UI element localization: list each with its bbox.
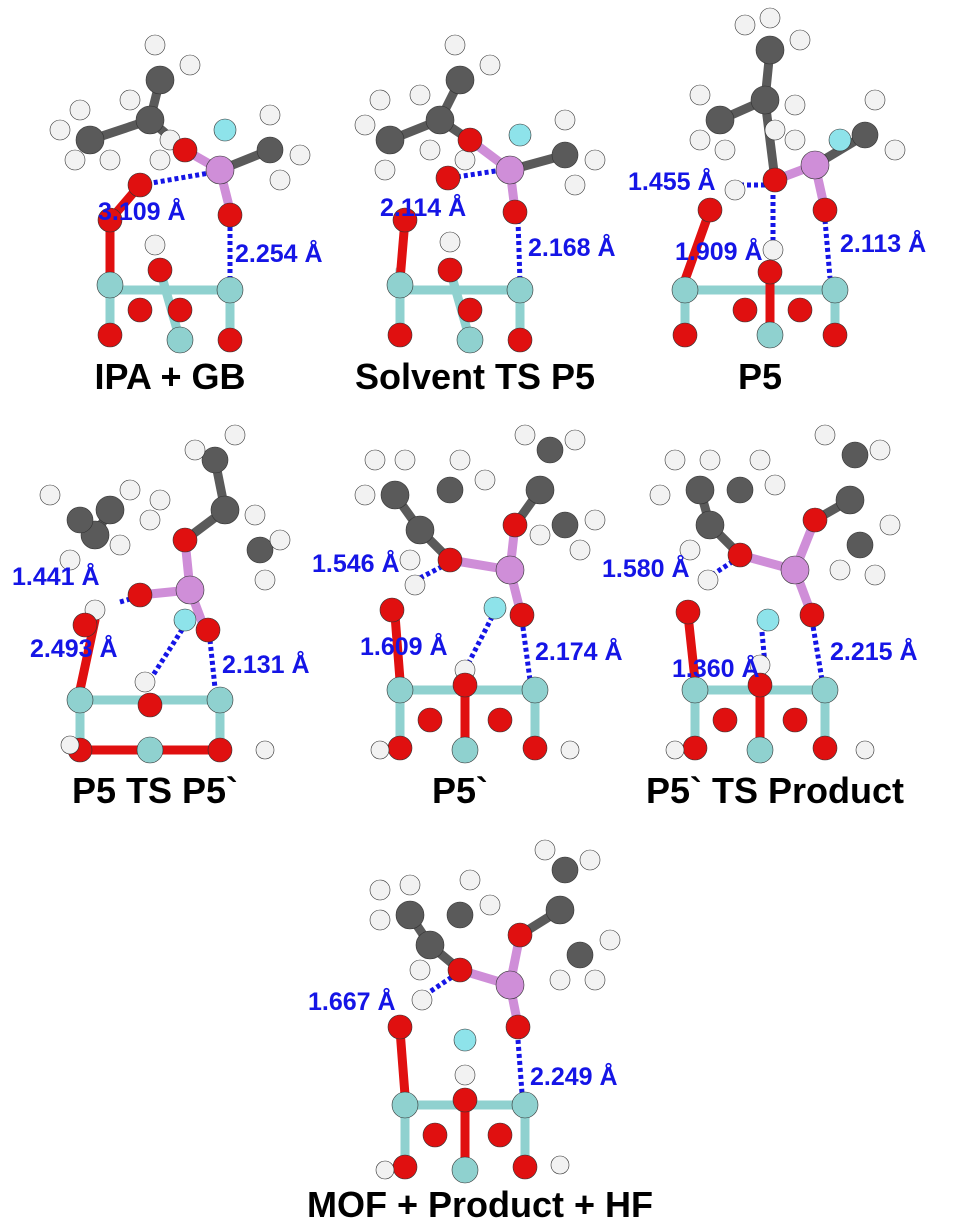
caption-p5-ts-p5prime: P5 TS P5` xyxy=(71,770,239,811)
distance-line xyxy=(759,631,768,666)
distance-label: 2.215 Å xyxy=(830,637,918,666)
distance-label: 1.580 Å xyxy=(602,554,690,583)
caption-p5prime-ts-product: P5` TS Product xyxy=(645,770,905,811)
panel-solvent-ts-p5: 2.114 Å 2.168 Å xyxy=(340,20,640,354)
panel-p5-ts-p5prime: 1.441 Å 2.493 Å 2.131 Å xyxy=(10,420,340,765)
distance-label: 2.254 Å xyxy=(235,239,323,268)
distance-line xyxy=(139,169,216,188)
distance-label: 2.249 Å xyxy=(530,1062,618,1091)
molecule-p5: 1.455 Å 1.909 Å 2.113 Å xyxy=(628,7,926,349)
distance-line xyxy=(147,623,188,682)
panel-p5: 1.455 Å 1.909 Å 2.113 Å xyxy=(625,7,955,350)
distance-label: 2.131 Å xyxy=(222,650,310,679)
distance-label: 2.168 Å xyxy=(528,233,616,262)
distance-label: 1.909 Å xyxy=(675,237,763,266)
panel-p5prime-ts-product: 1.580 Å 1.360 Å 2.215 Å xyxy=(600,420,957,765)
distance-label: 1.667 Å xyxy=(308,987,396,1016)
distance-line xyxy=(809,619,825,681)
distance-line xyxy=(515,219,523,283)
distance-line xyxy=(515,1039,525,1094)
panel-p5prime: 1.546 Å 1.609 Å 2.174 Å xyxy=(310,420,650,765)
distance-label: 1.609 Å xyxy=(360,632,448,661)
distance-label: 1.546 Å xyxy=(312,549,400,578)
distance-line xyxy=(423,972,457,998)
molecule-mof-product-hf: 1.667 Å 2.249 Å xyxy=(308,839,621,1184)
panel-mof-product-hf: 1.667 Å 2.249 Å xyxy=(300,835,660,1185)
caption-mof-product-hf: MOF + Product + HF xyxy=(306,1184,654,1225)
distance-label: 2.174 Å xyxy=(535,637,623,666)
caption-p5: P5 xyxy=(737,356,783,397)
distance-line xyxy=(822,219,833,279)
distance-line xyxy=(207,639,218,689)
panel-ipa-gb: 3.109 Å 2.254 Å xyxy=(30,20,330,354)
molecule-p5prime-ts-product: 1.580 Å 1.360 Å 2.215 Å xyxy=(602,424,918,764)
caption-ipa-gb: IPA + GB xyxy=(94,356,246,397)
distance-label: 2.493 Å xyxy=(30,634,118,663)
molecule-p5prime: 1.546 Å 1.609 Å 2.174 Å xyxy=(312,424,623,764)
distance-label: 3.109 Å xyxy=(98,197,186,226)
distance-label: 2.114 Å xyxy=(380,193,466,222)
caption-solvent-ts-p5: Solvent TS P5 xyxy=(354,356,596,397)
distance-label: 1.455 Å xyxy=(628,167,716,196)
distance-line xyxy=(519,619,533,681)
caption-p5prime: P5` xyxy=(431,770,489,811)
molecule-p5-ts-p5prime: 1.441 Å 2.493 Å 2.131 Å xyxy=(12,424,310,764)
molecule-ipa-gb: 3.109 Å 2.254 Å xyxy=(49,34,323,354)
distance-label: 1.360 Å xyxy=(672,654,760,683)
distance-label: 1.441 Å xyxy=(12,562,100,591)
distance-label: 2.113 Å xyxy=(840,229,926,258)
molecule-solvent-ts-p5: 2.114 Å 2.168 Å xyxy=(354,34,616,354)
